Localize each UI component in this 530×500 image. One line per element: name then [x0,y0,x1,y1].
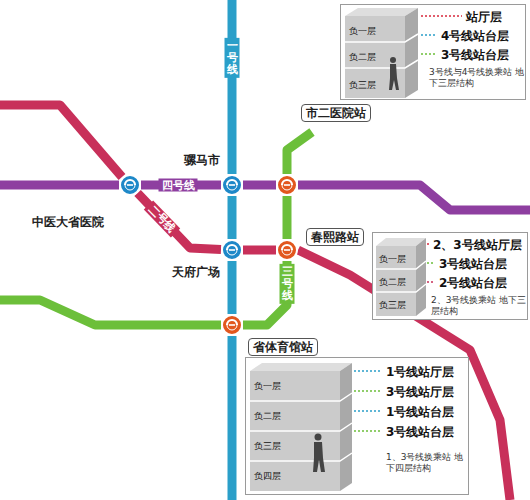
platform-level-label: 站厅层 [466,9,502,25]
station-circle: 中医大省医院 [119,174,141,196]
line-name: 一号线 [225,38,240,78]
station-name: 骡马市 [184,152,220,168]
floor-label: 负一层 [254,378,281,394]
platform-level-label: 3号线站台层 [441,47,509,63]
panel-caption: 1、3号线换乘站 地下四层结构 [386,452,466,474]
panel-caption: 3号线与4号线换乘站 地下三层结构 [429,67,525,89]
metro-logo-arc [227,245,237,250]
metro-logo-arc [125,185,135,190]
platform-level-label: 1号线站台层 [386,404,454,420]
station-name-box: 春熙路站 [306,228,364,246]
floor-label: 负一层 [379,251,406,267]
metro-line-segment [228,261,237,314]
floor-label: 负三层 [379,297,406,313]
station-circle: 天府广场 [221,239,243,261]
metro-logo-arc [227,180,237,185]
station-name: 天府广场 [172,264,220,280]
line-name: 二号线 [144,200,180,237]
metro-logo-arc [282,250,292,255]
metro-line-segment [228,196,237,239]
metro-logo [223,241,241,259]
station-name-box: 省体育馆站 [248,338,318,356]
floor-label: 负四层 [254,468,281,484]
metro-logo [278,241,296,259]
station-name-box: 市二医院站 [301,104,371,122]
floor-label: 负二层 [379,274,406,290]
metro-logo-arc [125,180,135,185]
metro-logo [223,176,241,194]
station-structure-panel: 1号线站厅层 3号线站厅层 1号线站台层 3号线站台层 负一层负二层负三层负四层 1、3号… [245,357,469,495]
station-circle: 春熙路站 [276,239,298,261]
metro-logo-arc [282,185,292,190]
metro-line-segment [243,246,276,255]
metro-line-segment [283,196,292,239]
metro-logo [223,316,241,334]
floor-label: 负三层 [254,438,281,454]
metro-line-segment [243,181,276,190]
station-circle: 市二医院站 [276,174,298,196]
metro-logo-arc [227,320,237,325]
line-name: 三号线 [280,264,295,304]
station-structure-panel: 2、3号线站厅层 3号线站台层 2号线站台层 负一层负二层负三层 2、3号线换乘站 地下… [372,232,528,320]
panel-illustration [372,232,528,320]
metro-line-segment [138,193,221,250]
line-name: 四号线 [159,179,198,192]
platform-level-label: 3号线站台层 [386,424,454,440]
platform-level-label: 4号线站台层 [441,28,509,44]
platform-level-label: 2、3号线站厅层 [433,237,522,253]
metro-logo-arc [227,250,237,255]
station-circle: 省体育馆站 [221,314,243,336]
metro-logo [278,176,296,194]
platform-level-label: 1号线站厅层 [386,364,454,380]
line-3-extension [0,132,312,325]
metro-logo-arc [227,185,237,190]
metro-logo-bar [229,324,235,326]
station-structure-panel: 站厅层 4号线站台层 3号线站台层 负一层负二层负三层 3号线与4号线换乘站 地下三层结… [340,4,526,100]
floor-label: 负三层 [349,77,376,93]
station-name: 中医大省医院 [32,214,104,230]
metro-logo-bar [127,184,133,186]
station-circle: 骡马市 [221,174,243,196]
metro-logo-bar [284,249,290,251]
metro-logo-bar [284,184,290,186]
metro-logo-arc [227,325,237,330]
panel-caption: 2、3号线换乘站 地下三层结构 [431,295,527,317]
metro-logo-arc [282,245,292,250]
platform-level-label: 3号线站台层 [439,256,507,272]
line-4-extension [0,185,530,210]
panel-illustration [245,357,469,495]
floor-label: 负一层 [349,23,376,39]
platform-level-label: 3号线站厅层 [386,384,454,400]
platform-level-label: 2号线站台层 [439,275,507,291]
metro-logo-bar [229,249,235,251]
metro-logo-arc [282,180,292,185]
floor-label: 负二层 [254,408,281,424]
floor-label: 负二层 [349,49,376,65]
metro-logo [121,176,139,194]
panel-illustration [340,4,526,100]
metro-logo-bar [229,184,235,186]
